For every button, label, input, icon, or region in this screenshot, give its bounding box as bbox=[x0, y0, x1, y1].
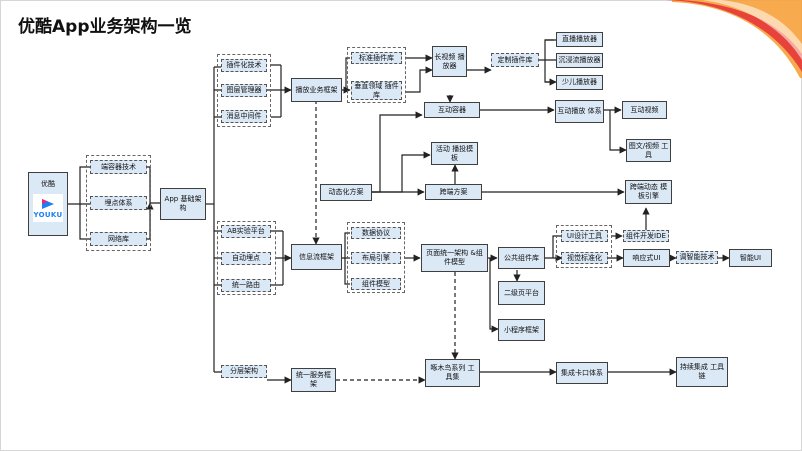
logo-label: 优酷 bbox=[41, 180, 55, 188]
node-network: 网络库 bbox=[90, 232, 147, 246]
group-foundation bbox=[86, 155, 151, 251]
group-feed-support bbox=[217, 221, 276, 295]
node-custom-plugin-lib: 定制插件库 bbox=[491, 53, 539, 67]
node-common-component-lib: 公共组件库 bbox=[498, 247, 545, 269]
group-ui-standard bbox=[556, 225, 612, 268]
node-tuning-tech: 调智能技术 bbox=[676, 251, 718, 264]
node-secondary-page: 二级页平台 bbox=[498, 281, 545, 305]
youku-wordmark: YOUKU bbox=[33, 210, 63, 219]
slide-title: 优酷App业务架构一览 bbox=[18, 17, 192, 37]
node-feed-framework: 信息流框架 bbox=[291, 244, 342, 270]
node-integration: 集成卡口体系 bbox=[556, 362, 608, 384]
group-play-support bbox=[217, 54, 271, 127]
node-activity-template: 活动 播投模板 bbox=[431, 142, 478, 165]
node-woodpecker: 啄木鸟系列 工具集 bbox=[425, 359, 480, 387]
brand-swoosh-decoration bbox=[666, 0, 802, 78]
node-layout-engine: 布局引擎 bbox=[351, 252, 401, 264]
node-ab-platform: AB实验平台 bbox=[221, 225, 271, 238]
node-live-player: 直播播放器 bbox=[556, 32, 603, 47]
node-responsive-ui: 响应式UI bbox=[623, 249, 670, 267]
node-layer-mgr: 图层管理器 bbox=[221, 84, 267, 97]
node-unified-service: 统一服务框架 bbox=[291, 368, 336, 392]
node-layered-arch: 分层架构 bbox=[221, 365, 267, 378]
group-plugin-libs bbox=[347, 47, 406, 103]
node-visual-standard: 视觉标准化 bbox=[561, 252, 608, 264]
node-cross-end-engine: 跨端动态 模板引擎 bbox=[625, 180, 672, 204]
node-auto-track: 自动埋点 bbox=[221, 252, 271, 265]
node-component-dev-ide: 组件开发IDE bbox=[623, 230, 669, 242]
node-dynamic-solution: 动态化方案 bbox=[320, 184, 372, 201]
youku-logo-card: 优酷 YOUKU bbox=[28, 172, 68, 236]
node-msg-mw: 消息中间件 bbox=[221, 110, 267, 123]
node-immersive-player: 沉浸流播放器 bbox=[556, 53, 603, 68]
node-long-video-player: 长视频 播放器 bbox=[432, 46, 467, 77]
node-data-protocol: 数据协议 bbox=[351, 227, 401, 239]
node-mini-program: 小程序框架 bbox=[498, 319, 545, 341]
node-page-unified: 页面统一架构 &组件模型 bbox=[421, 244, 488, 272]
node-tracking: 埋点体系 bbox=[90, 196, 147, 210]
node-plugin-tech: 插件化技术 bbox=[221, 59, 267, 72]
youku-logo: YOUKU bbox=[33, 194, 63, 222]
node-interactive-container: 互动容器 bbox=[424, 102, 480, 118]
node-player-tech: 端容器技术 bbox=[90, 160, 147, 174]
node-ui-design-tool: UI设计工具 bbox=[561, 230, 608, 242]
node-interactive-video: 互动视频 bbox=[622, 101, 667, 119]
node-graphic-video-tool: 图文/视频 工具 bbox=[626, 139, 671, 162]
node-std-plugin-lib: 标准插件库 bbox=[351, 52, 402, 64]
node-continuous-integration: 持续集成 工具链 bbox=[676, 357, 728, 387]
group-feed-components bbox=[347, 222, 405, 293]
youku-play-icon bbox=[42, 198, 54, 209]
node-cross-end-solution: 跨端方案 bbox=[425, 184, 482, 200]
node-route: 统一路由 bbox=[221, 279, 271, 292]
node-kids-player: 少儿播放器 bbox=[556, 75, 603, 90]
node-component-model: 组件模型 bbox=[351, 278, 401, 290]
node-vertical-plugin-lib: 垂直领域 插件库 bbox=[351, 81, 402, 100]
node-app-arch: App 基础架构 bbox=[160, 188, 206, 220]
node-play-framework: 播放业务框架 bbox=[291, 78, 342, 102]
node-interactive-play-system: 互动播放 体系 bbox=[555, 100, 604, 123]
node-smart-ui: 智能UI bbox=[729, 249, 772, 267]
